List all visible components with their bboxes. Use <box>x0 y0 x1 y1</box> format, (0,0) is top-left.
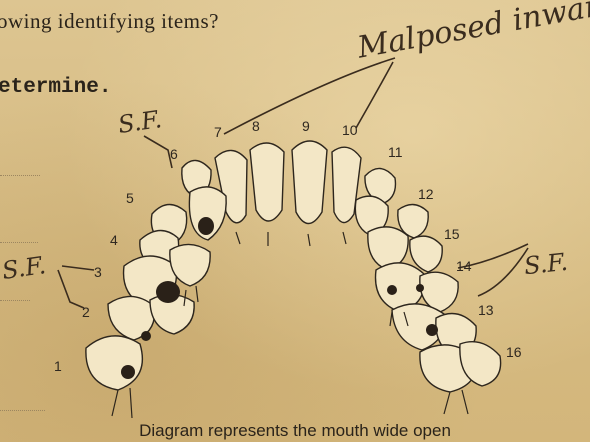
diagram-caption: Diagram represents the mouth wide open <box>0 421 590 441</box>
handwritten-sf-label: S.F. <box>523 248 569 280</box>
tooth-number-16: 16 <box>506 344 522 360</box>
tooth-number-5: 5 <box>126 190 134 206</box>
tooth-number-15: 15 <box>444 226 460 242</box>
tooth-number-1: 1 <box>54 358 62 374</box>
tooth-number-8: 8 <box>252 118 260 134</box>
tooth-number-14: 14 <box>456 258 472 274</box>
tooth-number-2: 2 <box>82 304 90 320</box>
tooth-number-3: 3 <box>94 264 102 280</box>
tooth-number-10: 10 <box>342 122 358 138</box>
tooth-number-12: 12 <box>418 186 434 202</box>
tooth-number-13: 13 <box>478 302 494 318</box>
tooth-number-11: 11 <box>388 144 403 160</box>
tooth-number-4: 4 <box>110 232 118 248</box>
tooth-number-9: 9 <box>302 118 310 134</box>
tooth-number-7: 7 <box>214 124 222 140</box>
tooth-number-6: 6 <box>170 146 178 162</box>
